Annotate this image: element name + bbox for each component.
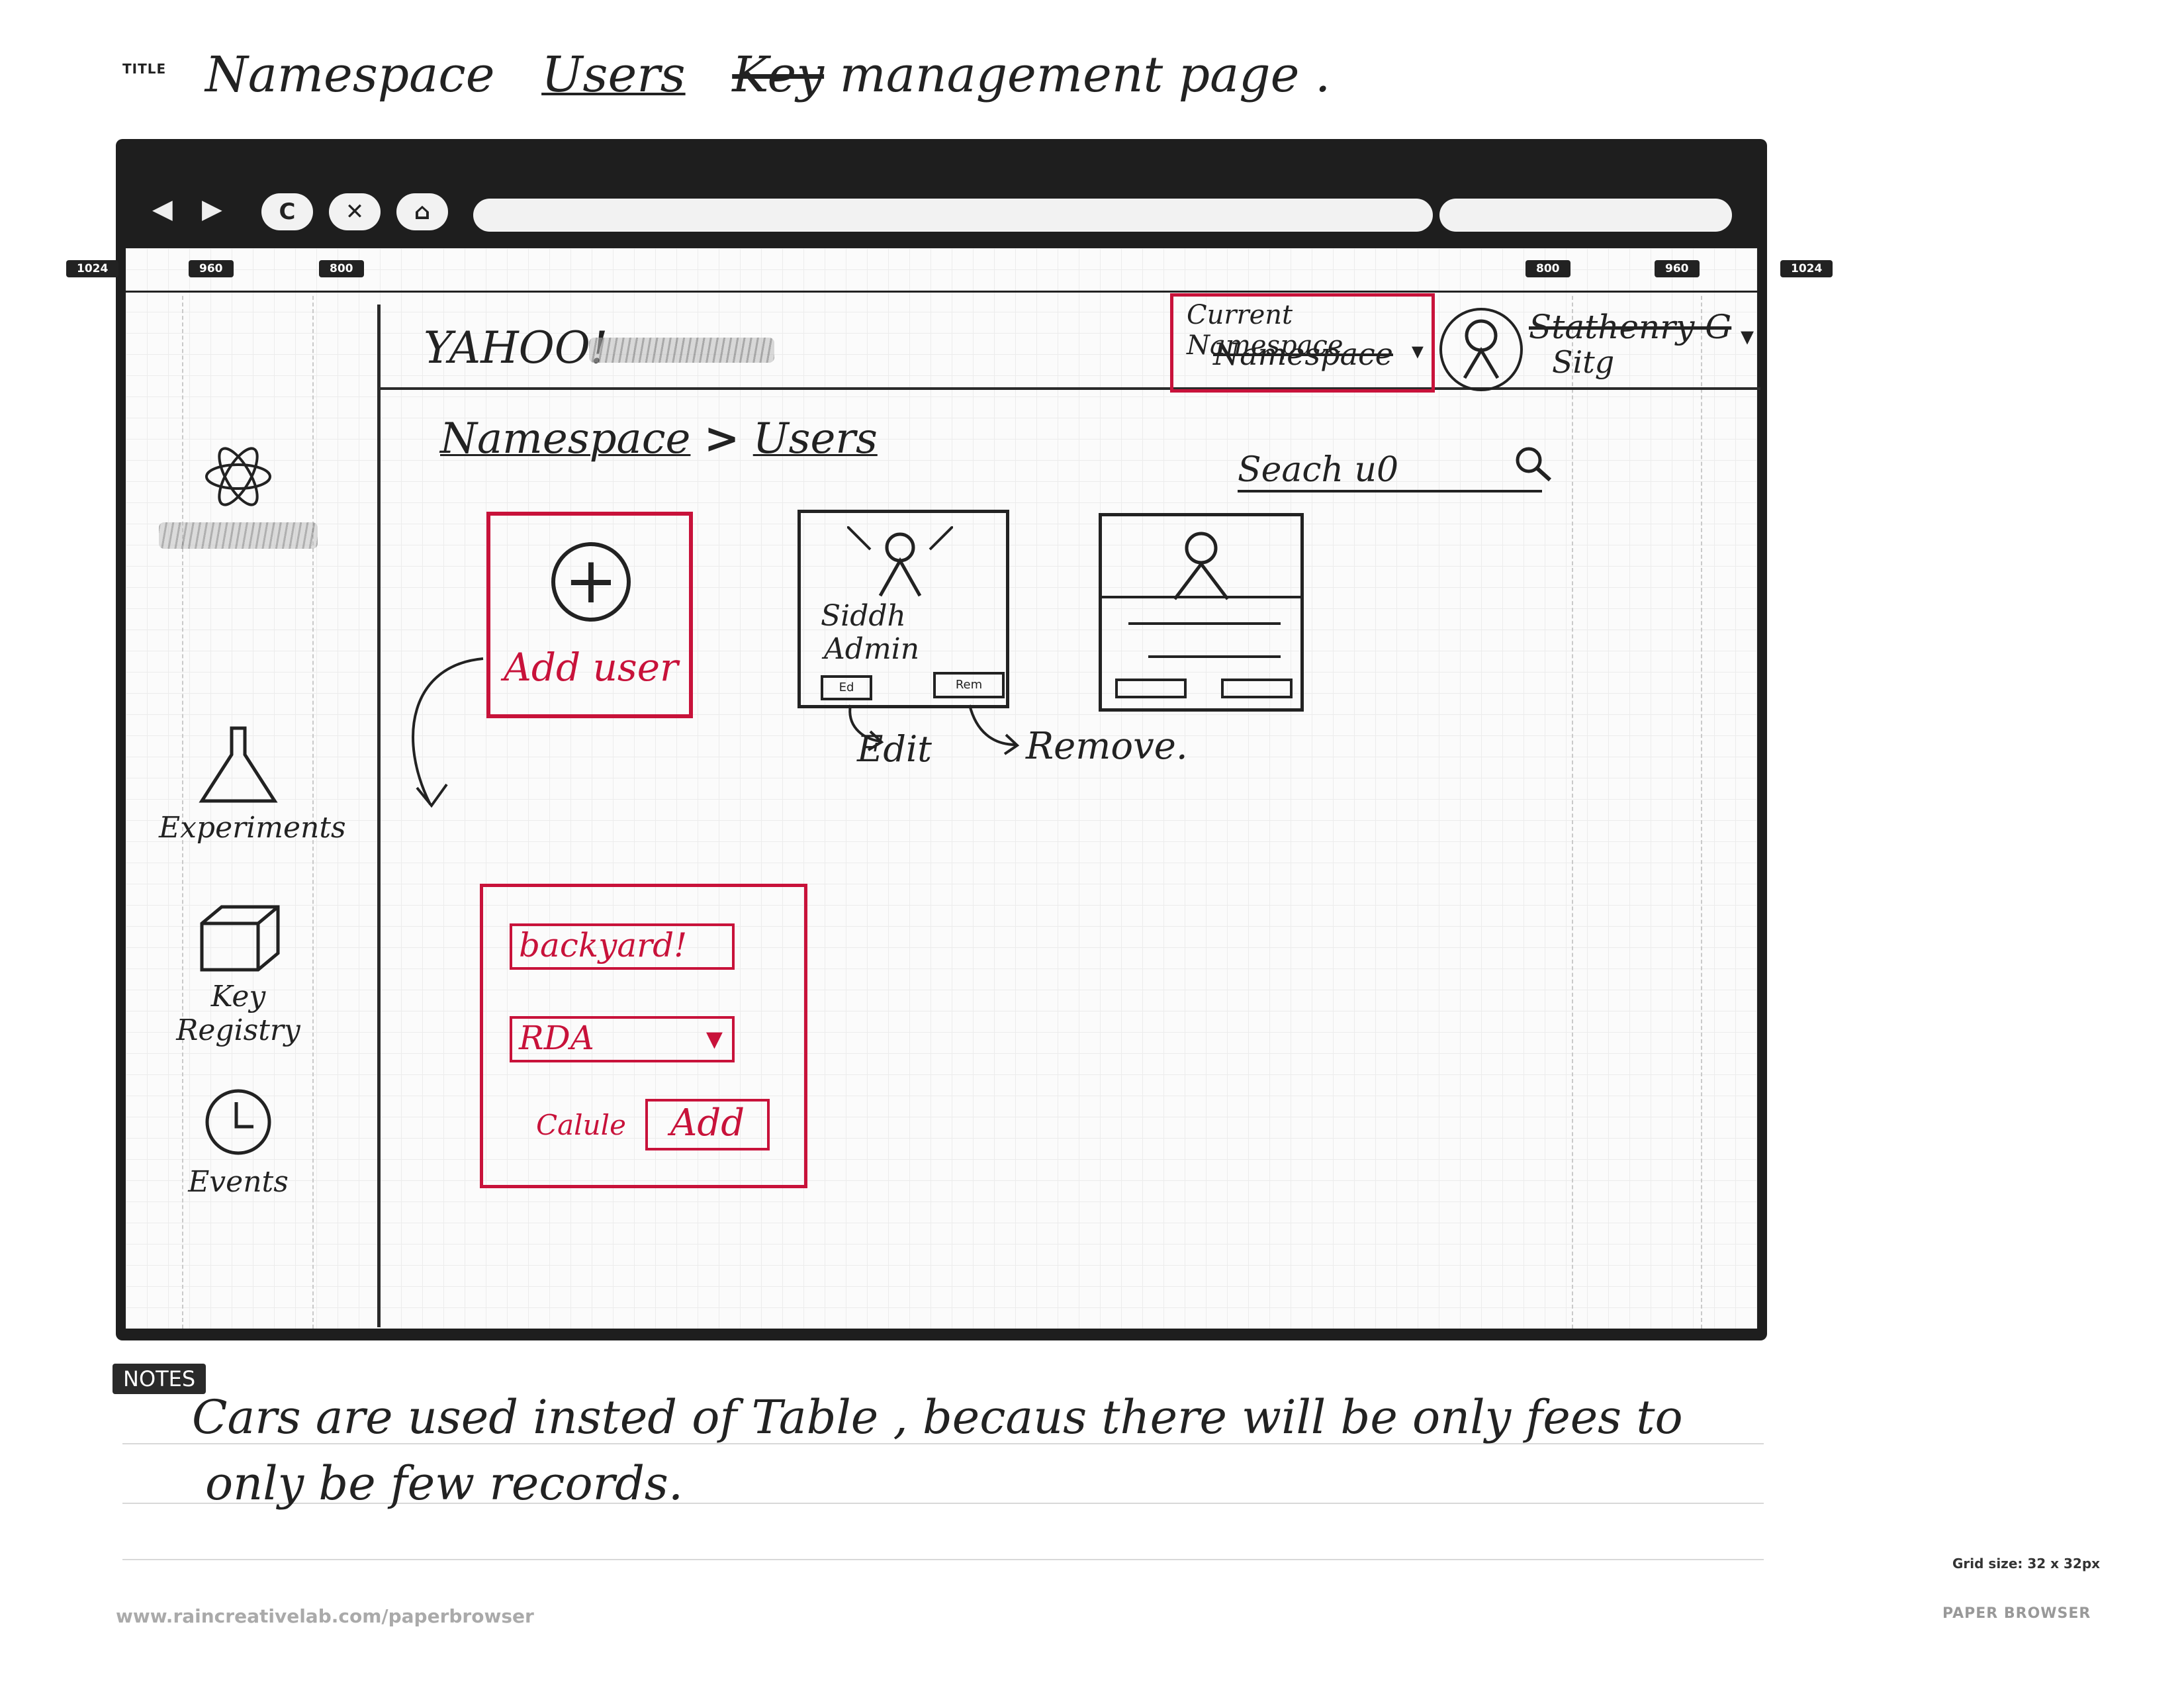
brand-scribble (159, 522, 318, 549)
ruler-tag-960-right: 960 (1655, 260, 1700, 277)
note-rule (122, 1559, 1764, 1560)
user-icon (1463, 319, 1500, 379)
card-text-line (1148, 655, 1281, 658)
avatar[interactable] (1439, 308, 1523, 391)
atom-icon (205, 447, 271, 506)
search-input[interactable]: Seach u0 (1238, 450, 1542, 492)
add-user-label: Add user (504, 645, 678, 690)
sidebar-item-key-registry[interactable]: Key Registry (159, 900, 318, 1047)
role-select[interactable]: RDA ▾ (510, 1016, 735, 1062)
breadcrumb-separator: > (704, 414, 740, 463)
browser-viewport: YAHOO! Current Namespace Namespace ▾ Sta… (126, 248, 1760, 1329)
user-card: Siddh Admin Ed Rem (797, 510, 1009, 708)
notes-line-1: Cars are used insted of Table , becaus t… (192, 1390, 1683, 1444)
namespace-label: Current Namespace (1187, 300, 1343, 361)
plus-icon: + (551, 542, 631, 622)
card-divider (1102, 596, 1300, 598)
stop-icon[interactable]: ✕ (329, 193, 381, 230)
search-icon[interactable] (1509, 444, 1562, 483)
role-select-value: RDA (519, 1019, 594, 1057)
add-button[interactable]: Add (645, 1099, 770, 1150)
notes-line-2: only be few records. (205, 1456, 684, 1511)
ruler-tag-1024-left: 1024 (66, 260, 119, 277)
title-underlined: Users (541, 46, 686, 103)
breadcrumb-current: Users (752, 414, 878, 463)
sidebar-item-brand[interactable] (159, 440, 318, 549)
card-button-right[interactable] (1221, 679, 1293, 698)
url-bar[interactable] (473, 199, 1433, 232)
header-divider (377, 387, 1760, 390)
grid-size-label: Grid size: 32 x 32px (1952, 1556, 2101, 1571)
edit-annotation: Edit (857, 728, 932, 770)
add-user-card[interactable]: + Add user (486, 512, 693, 718)
page-title: Namespace Users Key management page . (205, 46, 1330, 103)
user-icon (1173, 532, 1229, 600)
box-icon (200, 905, 280, 972)
chevron-down-icon[interactable]: ▾ (1411, 338, 1424, 365)
breadcrumb-root[interactable]: Namespace (440, 414, 691, 463)
title-tag: TITLE (122, 61, 167, 77)
edit-button[interactable]: Ed (821, 675, 872, 700)
sidebar-item-label: Events (188, 1165, 289, 1199)
user-name: Stathenry G (1529, 308, 1732, 346)
ruler-tag-1024-right: 1024 (1780, 260, 1833, 277)
annotation-arrows (412, 657, 1020, 808)
user-icon (847, 526, 953, 597)
add-user-form: backyard! RDA ▾ Calule Add (480, 884, 807, 1188)
namespace-value[interactable]: Namespace (1213, 336, 1393, 372)
guide-960-right (1701, 296, 1702, 1329)
ruler-tag-960-left: 960 (189, 260, 234, 277)
user-card-name: Siddh (821, 599, 906, 633)
sidebar-item-label: Key Registry (176, 980, 300, 1047)
username-input[interactable]: backyard! (510, 923, 735, 970)
breadcrumb: Namespace > Users (440, 414, 878, 463)
card-button-left[interactable] (1115, 679, 1187, 698)
note-rule (122, 1503, 1764, 1504)
clock-icon (205, 1089, 271, 1155)
logo: YAHOO! (424, 322, 608, 373)
sidebar-item-label: Experiments (159, 811, 346, 845)
logo-scribble (589, 338, 774, 363)
guide-960-left (182, 296, 183, 1329)
note-rule (122, 1443, 1764, 1444)
sidebar-item-experiments[interactable]: Experiments (159, 725, 346, 845)
flask-icon (199, 726, 278, 803)
card-text-line (1128, 622, 1281, 625)
title-struck: Key (732, 46, 825, 103)
browser-window: ◀ ▶ C ✕ ⌂ YAHOO! Current Namespace Names… (116, 139, 1767, 1340)
back-icon[interactable]: ◀ (152, 194, 173, 224)
remove-button[interactable]: Rem (933, 672, 1005, 698)
sidebar-divider (377, 305, 381, 1327)
sidebar-item-events[interactable]: Events (159, 1086, 318, 1199)
home-icon[interactable]: ⌂ (396, 193, 448, 230)
guide-800-left (312, 296, 314, 1329)
remove-annotation: Remove. (1026, 725, 1188, 768)
ruler-tag-800-right: 800 (1525, 260, 1570, 277)
guide-800-right (1572, 296, 1573, 1329)
user-card-template (1099, 513, 1304, 712)
browser-search-bar[interactable] (1439, 199, 1732, 232)
user-menu-caret-icon[interactable]: ▾ (1741, 321, 1754, 352)
refresh-icon[interactable]: C (261, 193, 313, 230)
namespace-selector[interactable]: Current Namespace Namespace ▾ (1170, 293, 1435, 393)
ruler-line (126, 291, 1757, 293)
forward-icon[interactable]: ▶ (202, 194, 222, 224)
chevron-down-icon[interactable]: ▾ (705, 1019, 723, 1057)
user-sub: Sitg (1552, 344, 1615, 380)
brand-label: PAPER BROWSER (1942, 1605, 2091, 1622)
user-card-role: Admin (824, 632, 920, 666)
ruler-tag-800-left: 800 (319, 260, 364, 277)
footer-url[interactable]: www.raincreativelab.com/paperbrowser (116, 1605, 534, 1627)
cancel-button[interactable]: Calule (536, 1109, 626, 1141)
notes-tag: NOTES (113, 1364, 206, 1394)
title-prefix: Namespace (205, 46, 495, 103)
title-suffix: management page . (839, 46, 1331, 103)
